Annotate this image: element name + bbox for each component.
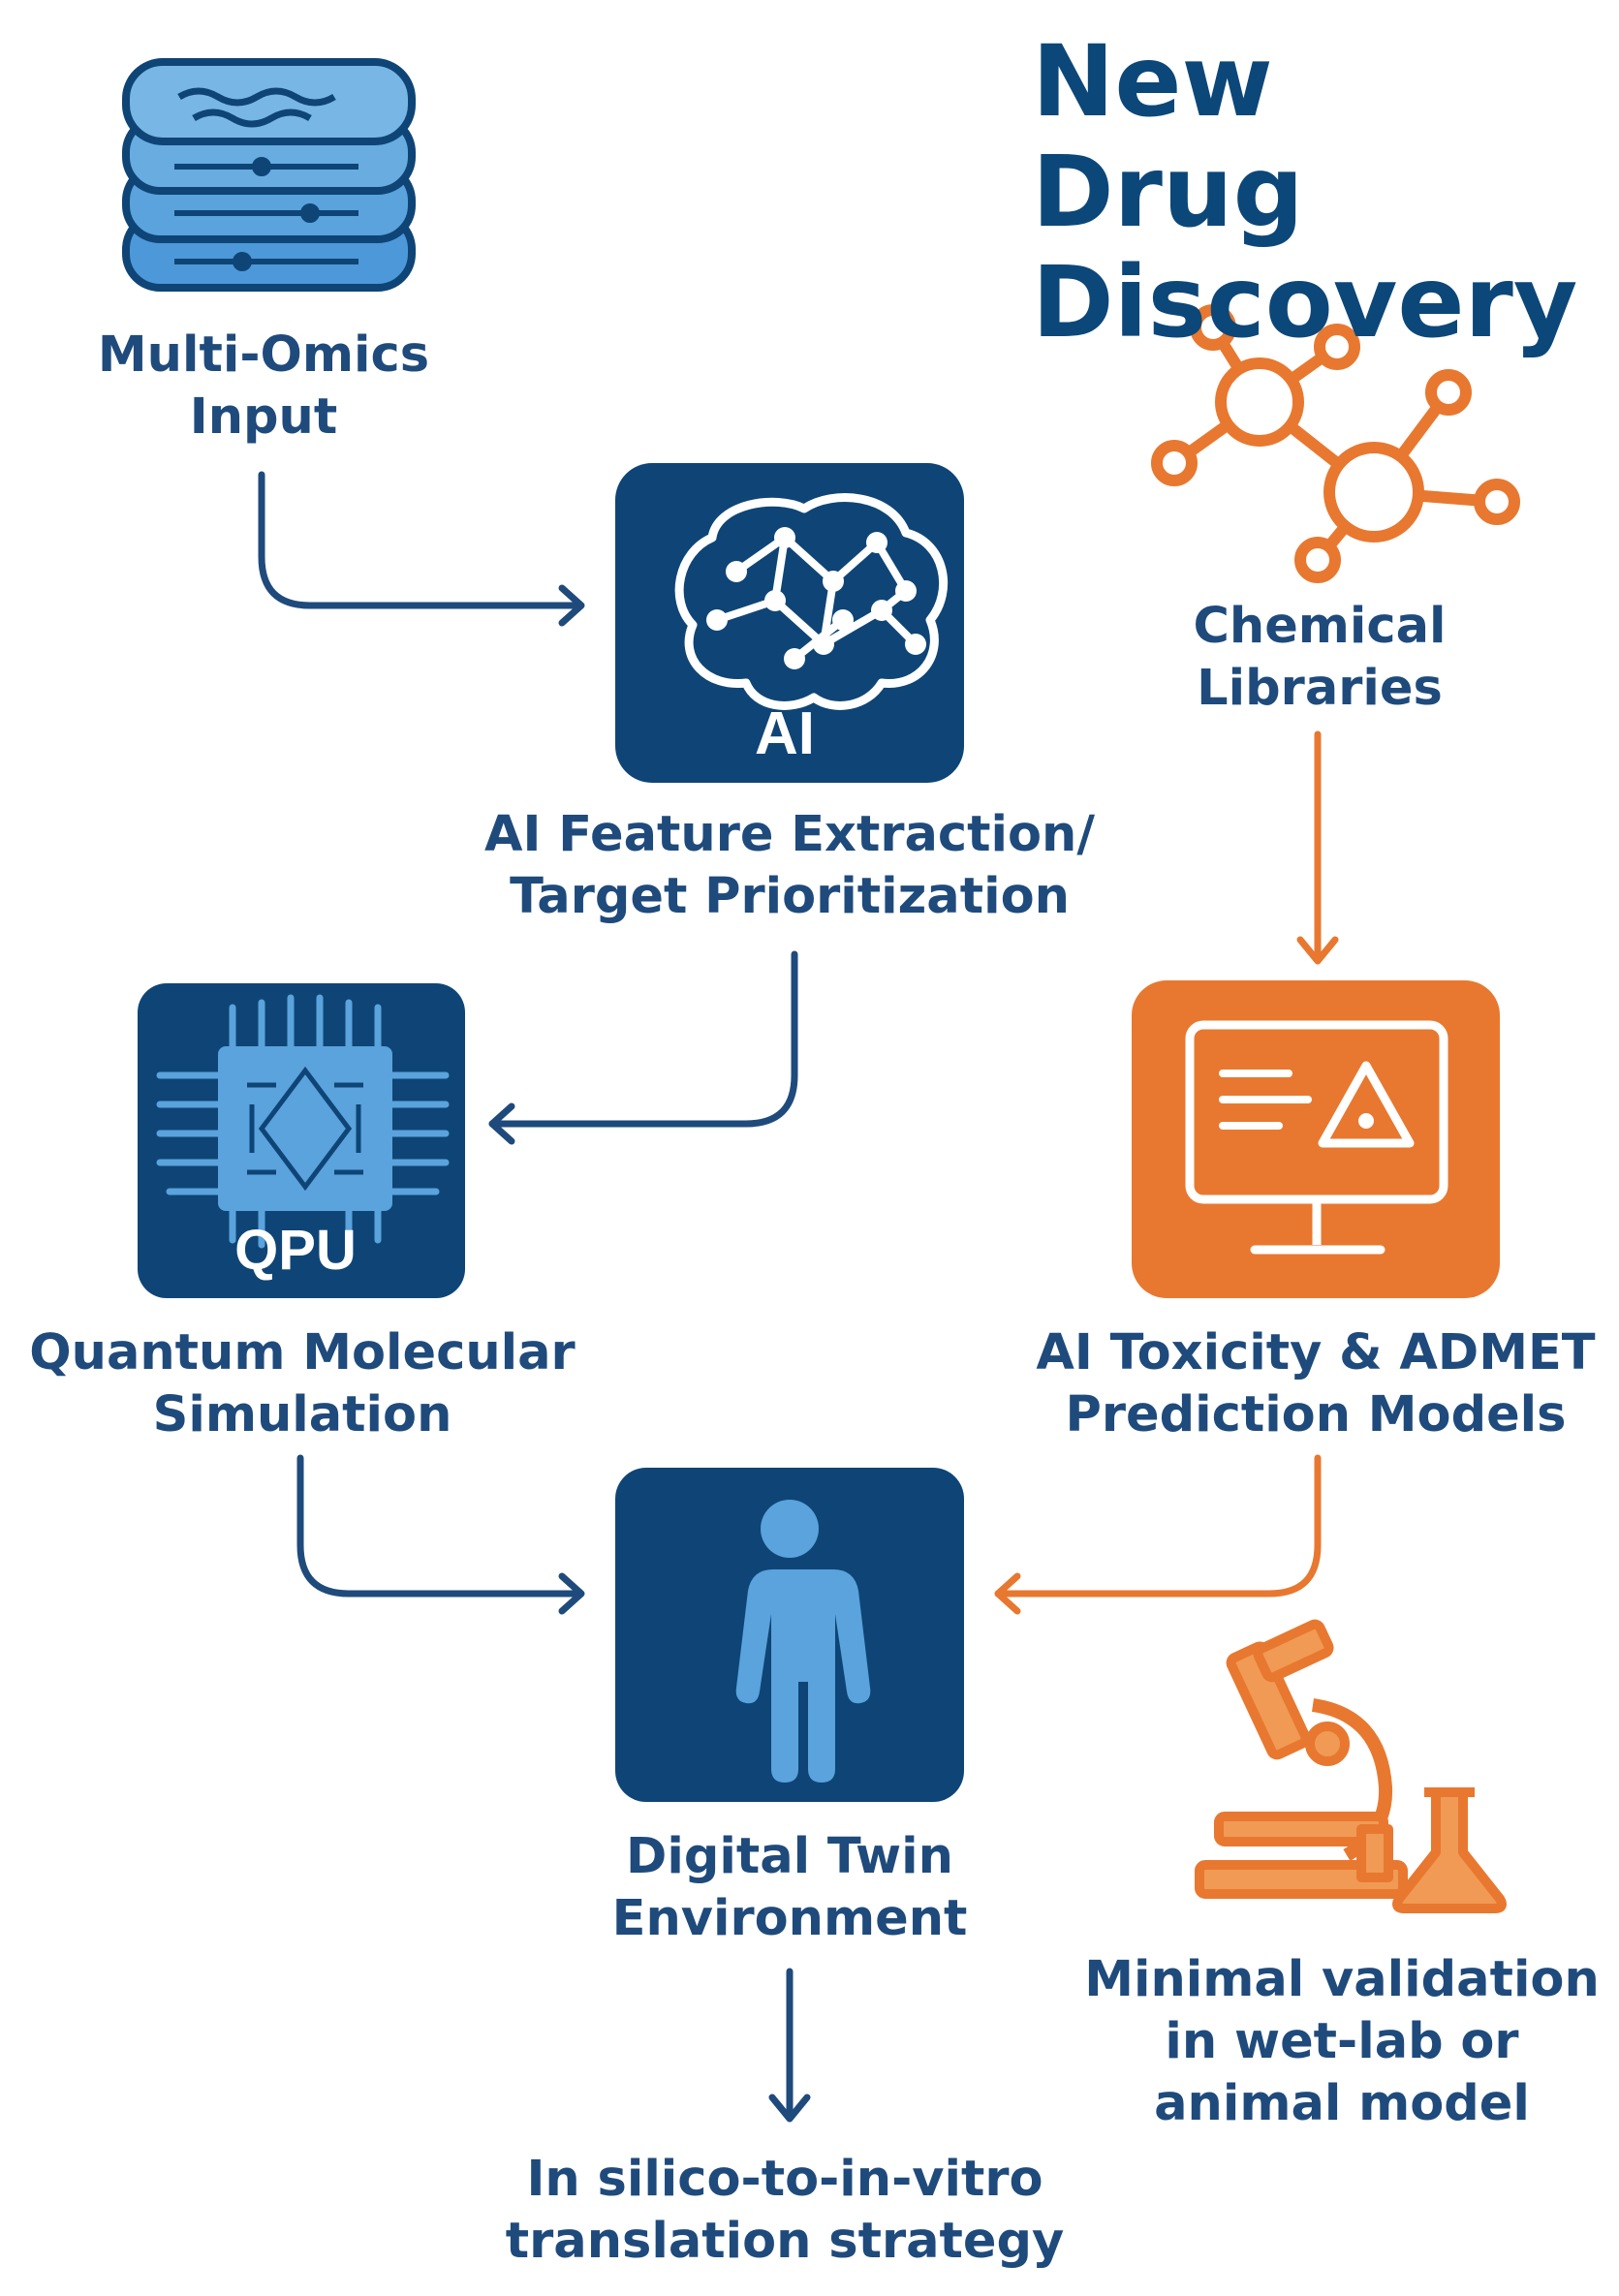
connectors-orange <box>994 730 1339 1615</box>
digital-twin-label-line-2: Environment <box>611 1889 968 1947</box>
chemical-libraries-label: Chemical Libraries <box>1193 596 1446 720</box>
arrow-omics-to-ai <box>258 471 583 609</box>
monitor-warning-icon <box>1132 980 1500 1298</box>
quantum-simulation-label-line-1: Quantum Molecular <box>29 1324 576 1381</box>
arrow-quantum-to-twin <box>296 1454 583 1598</box>
layered-data-icon <box>122 58 416 292</box>
quantum-simulation-label-line-2: Simulation <box>152 1385 452 1443</box>
validation-label-line-3: animal model <box>1154 2074 1530 2132</box>
human-figure-icon <box>615 1468 964 1802</box>
validation-label-line-1: Minimal validation <box>1084 1951 1600 2008</box>
validation-label-line-2: in wet-lab or <box>1165 2012 1519 2070</box>
title-line-1: New Drug <box>1032 24 1304 251</box>
digital-twin-label-line-1: Digital Twin <box>626 1828 953 1885</box>
microscope-flask-icon <box>1195 1619 1507 1913</box>
toxicity-admet-label-line-2: Prediction Models <box>1065 1385 1567 1443</box>
qpu-badge: QPU <box>234 1219 357 1282</box>
toxicity-admet-label-line-1: AI Toxicity & ADMET <box>1036 1324 1596 1381</box>
ai-feature-label: AI Feature Extraction/ Target Prioritiza… <box>484 804 1095 928</box>
multi-omics-label-line-1: Multi-Omics <box>97 326 430 384</box>
toxicity-admet-label: AI Toxicity & ADMET Prediction Models <box>1036 1322 1595 1446</box>
page-title: New Drug Discovery <box>1032 24 1578 361</box>
arrow-toxicity-to-twin <box>994 1454 1322 1598</box>
translation-strategy-label-line-1: In silico-to-in-vitro <box>526 2151 1043 2208</box>
molecule-icon <box>1151 304 1520 583</box>
multi-omics-label: Multi-Omics Input <box>98 325 429 449</box>
connectors-navy <box>258 471 811 2123</box>
ai-badge: AI <box>755 700 815 767</box>
arrow-ai-to-quantum <box>488 950 798 1128</box>
chemical-libraries-label-line-1: Chemical <box>1193 598 1447 655</box>
digital-twin-label: Digital Twin Environment <box>612 1826 968 1950</box>
qpu-chip-icon <box>138 983 465 1298</box>
ai-brain-icon <box>615 463 964 783</box>
title-line-2: Discovery <box>1032 245 1578 361</box>
ai-feature-label-line-1: AI Feature Extraction/ <box>484 806 1095 863</box>
chemical-libraries-label-line-2: Libraries <box>1197 659 1443 717</box>
multi-omics-label-line-2: Input <box>189 388 338 446</box>
quantum-simulation-label: Quantum Molecular Simulation <box>29 1322 575 1446</box>
translation-strategy-label: In silico-to-in-vitro translation strate… <box>506 2149 1065 2273</box>
validation-label: Minimal validation in wet-lab or animal … <box>1084 1949 1600 2134</box>
translation-strategy-label-line-2: translation strategy <box>505 2212 1065 2270</box>
ai-feature-label-line-2: Target Prioritization <box>510 867 1070 925</box>
